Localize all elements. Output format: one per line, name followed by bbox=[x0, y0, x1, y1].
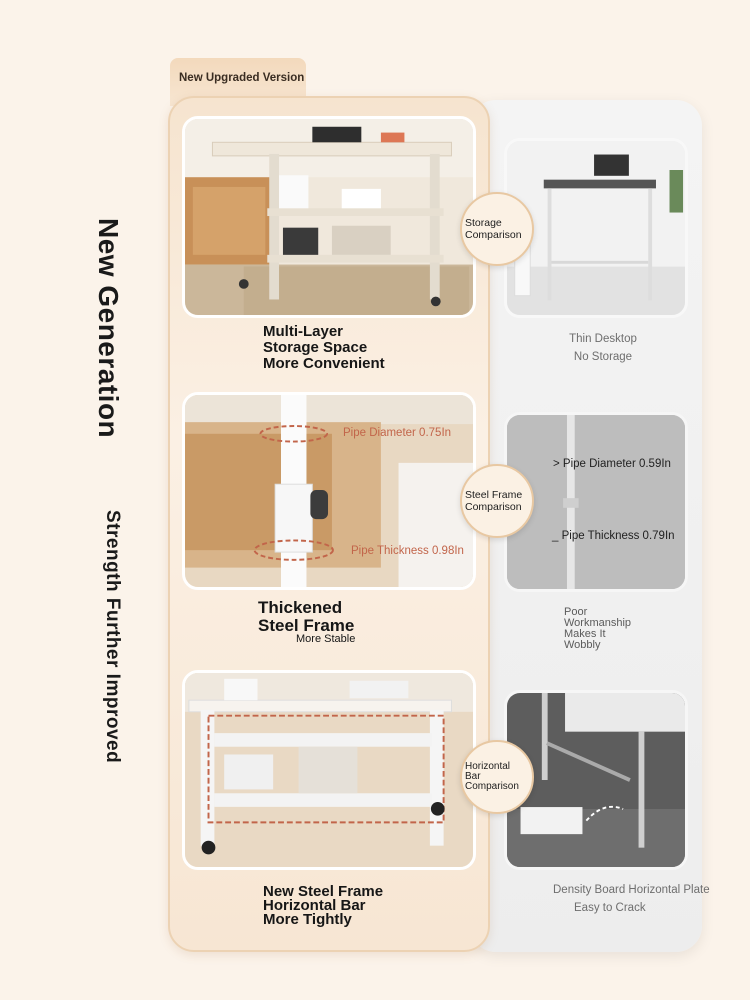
caption-line: Multi-Layer bbox=[263, 323, 344, 340]
section2-right-caption: Poor Workmanship Makes It Wobbly bbox=[564, 607, 631, 651]
caption-line: Thin Desktop bbox=[569, 333, 637, 345]
caption-line: Density Board Horizontal Plate bbox=[553, 884, 710, 896]
comparison-line: Horizontal bbox=[465, 761, 511, 772]
section2-left-caption: Thickened Steel Frame bbox=[258, 598, 355, 636]
steel-frame-comparison-badge: Steel Frame Comparison bbox=[460, 464, 534, 538]
horizontal-bar-comparison-badge: Horizontal Bar Comparison bbox=[460, 740, 534, 814]
horizontal-bar-photo bbox=[182, 670, 476, 870]
more-stable-caption: More Stable bbox=[296, 633, 356, 645]
comparison-line: Steel Frame bbox=[465, 488, 523, 501]
caption-line: Horizontal Bar bbox=[263, 896, 366, 914]
caption-line: Makes It bbox=[564, 628, 606, 640]
section1-left-caption: Multi-Layer Storage Space More Convenien… bbox=[263, 324, 385, 372]
pipe-diameter-label: Pipe Diameter 0.75In bbox=[343, 427, 452, 439]
pipe-thickness-label: Pipe Thickness 0.98In bbox=[351, 545, 464, 557]
caption-line: Thickened bbox=[258, 598, 343, 617]
caption-line: Storage Space bbox=[263, 338, 368, 356]
comparison-line: Comparison bbox=[465, 781, 519, 792]
thin-pipe-photo bbox=[504, 412, 688, 592]
side-title-sub: Strength Further Improved bbox=[102, 510, 123, 764]
comparison-line: Storage bbox=[465, 216, 502, 229]
comparison-line: Comparison bbox=[465, 501, 522, 513]
caption-line: Workmanship bbox=[564, 617, 632, 629]
section3-right-caption: Density Board Horizontal Plate Easy to C… bbox=[553, 882, 727, 918]
thin-pipe-thickness-label: _ Pipe Thickness 0.79In bbox=[552, 530, 675, 542]
caption-line: More Convenient bbox=[263, 354, 385, 372]
thin-pipe-diameter-label: > Pipe Diameter 0.59In bbox=[553, 458, 671, 470]
caption-line: More Tightly bbox=[263, 910, 352, 928]
caption-line: Poor bbox=[564, 606, 588, 618]
density-board-photo bbox=[504, 690, 688, 870]
storage-comparison-badge: Storage Comparison bbox=[460, 192, 534, 266]
thick-pipe-photo bbox=[182, 392, 476, 590]
caption-line: Steel Frame bbox=[258, 616, 355, 636]
caption-line: Easy to Crack bbox=[574, 901, 646, 914]
section1-right-caption: Thin Desktop No Storage bbox=[548, 330, 658, 367]
multi-layer-desk-photo bbox=[182, 116, 476, 318]
side-title-main: New Generation bbox=[93, 218, 124, 439]
caption-line: No Storage bbox=[573, 351, 633, 364]
comparison-line: Bar bbox=[465, 771, 481, 782]
caption-line: New Steel Frame bbox=[263, 883, 384, 900]
comparison-line: Comparison bbox=[465, 229, 522, 241]
section3-left-caption: New Steel Frame Horizontal Bar More Tigh… bbox=[263, 883, 384, 928]
caption-line: Wobbly bbox=[564, 639, 601, 651]
